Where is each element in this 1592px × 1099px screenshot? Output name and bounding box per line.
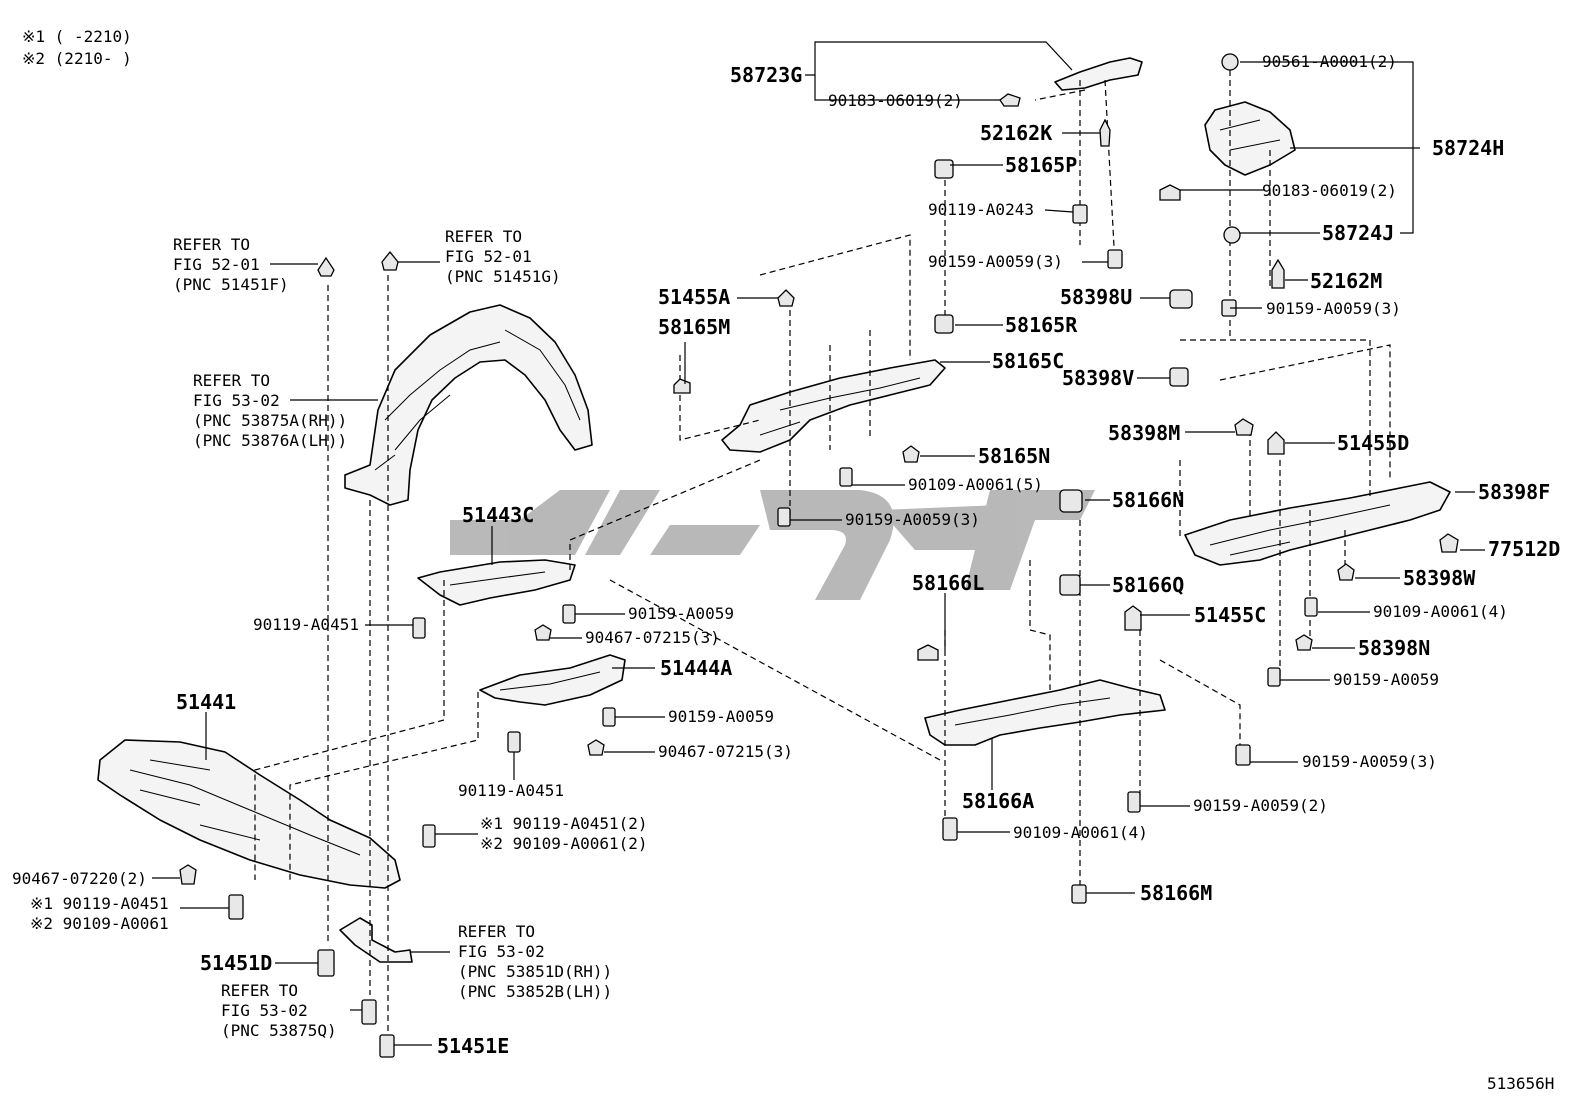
label-58398V: 58398V	[1062, 366, 1134, 390]
label-90159-A0059-3-a: 90159-A0059(3)	[928, 252, 1063, 271]
label-52162K: 52162K	[980, 121, 1052, 145]
ref1-line3: (PNC 51451F)	[173, 275, 289, 294]
ref3-line1: REFER TO	[193, 371, 270, 390]
leader-lines	[152, 41, 1485, 1046]
label-90109-A0061-c: ※2 90109-A0061	[30, 914, 169, 933]
cover-58166A-part	[924, 679, 1166, 746]
ref4-line2: FIG 53-02	[458, 942, 545, 961]
label-90109-A0061-2: ※2 90109-A0061(2)	[480, 834, 648, 853]
ref3-line3: (PNC 53875A(RH))	[193, 411, 347, 430]
ref3-line2: FIG 53-02	[193, 391, 280, 410]
dashed-guides	[254, 60, 1391, 1035]
label-58165M: 58165M	[658, 315, 730, 339]
label-90159-A0059-3-c: 90159-A0059(3)	[845, 510, 980, 529]
undercover-51441-part	[97, 739, 401, 889]
ref4-line3: (PNC 53851D(RH))	[458, 962, 612, 981]
label-58398W: 58398W	[1403, 566, 1476, 590]
bracket-58723G-part	[1054, 57, 1143, 91]
watermark-logo	[450, 490, 1095, 600]
label-90183-06019-a: 90183-06019(2)	[828, 91, 963, 110]
label-77512D: 77512D	[1488, 537, 1560, 561]
ref1-line1: REFER TO	[173, 235, 250, 254]
label-90159-A0059-3-d: 90159-A0059(3)	[1302, 752, 1437, 771]
label-90109-A0061-4-b: 90109-A0061(4)	[1013, 823, 1148, 842]
label-90561-A0001: 90561-A0001(2)	[1262, 52, 1397, 71]
label-58166A: 58166A	[962, 789, 1034, 813]
label-58723G: 58723G	[730, 63, 802, 87]
ref1-line2: FIG 52-01	[173, 255, 260, 274]
ref2-line3: (PNC 51451G)	[445, 267, 561, 286]
note-2: ※2 (2210- )	[22, 49, 132, 68]
ref3-line4: (PNC 53876A(LH))	[193, 431, 347, 450]
label-51451D: 51451D	[200, 951, 272, 975]
cover-51443C-part	[417, 559, 576, 606]
label-58398U: 58398U	[1060, 285, 1132, 309]
cover-58165C-part	[721, 359, 946, 453]
label-58398M: 58398M	[1108, 421, 1180, 445]
label-58166N: 58166N	[1112, 488, 1184, 512]
label-90467-07215-b: 90467-07215(3)	[658, 742, 793, 761]
label-90109-A0061-4-a: 90109-A0061(4)	[1373, 602, 1508, 621]
label-58166L: 58166L	[912, 571, 984, 595]
label-90159-A0059-c: 90159-A0059	[668, 707, 774, 726]
label-58165C: 58165C	[992, 349, 1064, 373]
label-51455A: 51455A	[658, 285, 730, 309]
bracket-58724H-part	[1204, 101, 1296, 176]
label-90119-A0451-b: 90119-A0451	[458, 781, 564, 800]
reference-notes: REFER TO FIG 52-01 (PNC 51451F) REFER TO…	[173, 227, 612, 1040]
label-58165P: 58165P	[1005, 153, 1077, 177]
label-90119-A0243: 90119-A0243	[928, 200, 1034, 219]
label-51444A: 51444A	[660, 656, 732, 680]
ref5-line3: (PNC 53875Q)	[221, 1021, 337, 1040]
label-90159-A0059-a: 90159-A0059	[628, 604, 734, 623]
label-58724J: 58724J	[1322, 221, 1394, 245]
bracket-53851D-part	[339, 917, 413, 963]
label-90119-A0451-a: 90119-A0451	[253, 615, 359, 634]
label-51443C: 51443C	[462, 503, 534, 527]
label-51451E: 51451E	[437, 1034, 509, 1058]
label-90159-A0059-b: 90159-A0059	[1333, 670, 1439, 689]
ref4-line4: (PNC 53852B(LH))	[458, 982, 612, 1001]
fender-liner-part	[344, 304, 593, 506]
label-58398F: 58398F	[1478, 480, 1550, 504]
label-90183-06019-b: 90183-06019(2)	[1262, 181, 1397, 200]
label-90159-A0059-3-b: 90159-A0059(3)	[1266, 299, 1401, 318]
ref5-line1: REFER TO	[221, 981, 298, 1000]
label-90109-A0061-5: 90109-A0061(5)	[908, 475, 1043, 494]
label-51455D: 51455D	[1337, 431, 1409, 455]
label-58724H: 58724H	[1432, 136, 1504, 160]
ref4-line1: REFER TO	[458, 922, 535, 941]
label-58166Q: 58166Q	[1112, 573, 1184, 597]
label-90159-A0059-2: 90159-A0059(2)	[1193, 796, 1328, 815]
label-58165N: 58165N	[978, 444, 1050, 468]
ref2-line1: REFER TO	[445, 227, 522, 246]
ref5-line2: FIG 53-02	[221, 1001, 308, 1020]
label-58398N: 58398N	[1358, 636, 1430, 660]
part-labels: 58723G 90183-06019(2) 52162K 58165P 9011…	[12, 52, 1560, 1058]
ref2-line2: FIG 52-01	[445, 247, 532, 266]
fasteners	[179, 53, 1459, 1058]
label-90467-07215-a: 90467-07215(3)	[585, 628, 720, 647]
label-58166M: 58166M	[1140, 881, 1212, 905]
label-90467-07220: 90467-07220(2)	[12, 869, 147, 888]
label-58165R: 58165R	[1005, 313, 1078, 337]
label-90119-A0451-2: ※1 90119-A0451(2)	[480, 814, 648, 833]
note-1: ※1 ( -2210)	[22, 27, 132, 46]
label-51455C: 51455C	[1194, 603, 1266, 627]
cover-51444A-part	[479, 654, 626, 706]
figure-id: 513656H	[1487, 1074, 1554, 1093]
label-51441: 51441	[176, 690, 236, 714]
label-90119-A0451-c: ※1 90119-A0451	[30, 894, 169, 913]
label-52162M: 52162M	[1310, 269, 1382, 293]
cover-58398F-part	[1184, 481, 1451, 566]
